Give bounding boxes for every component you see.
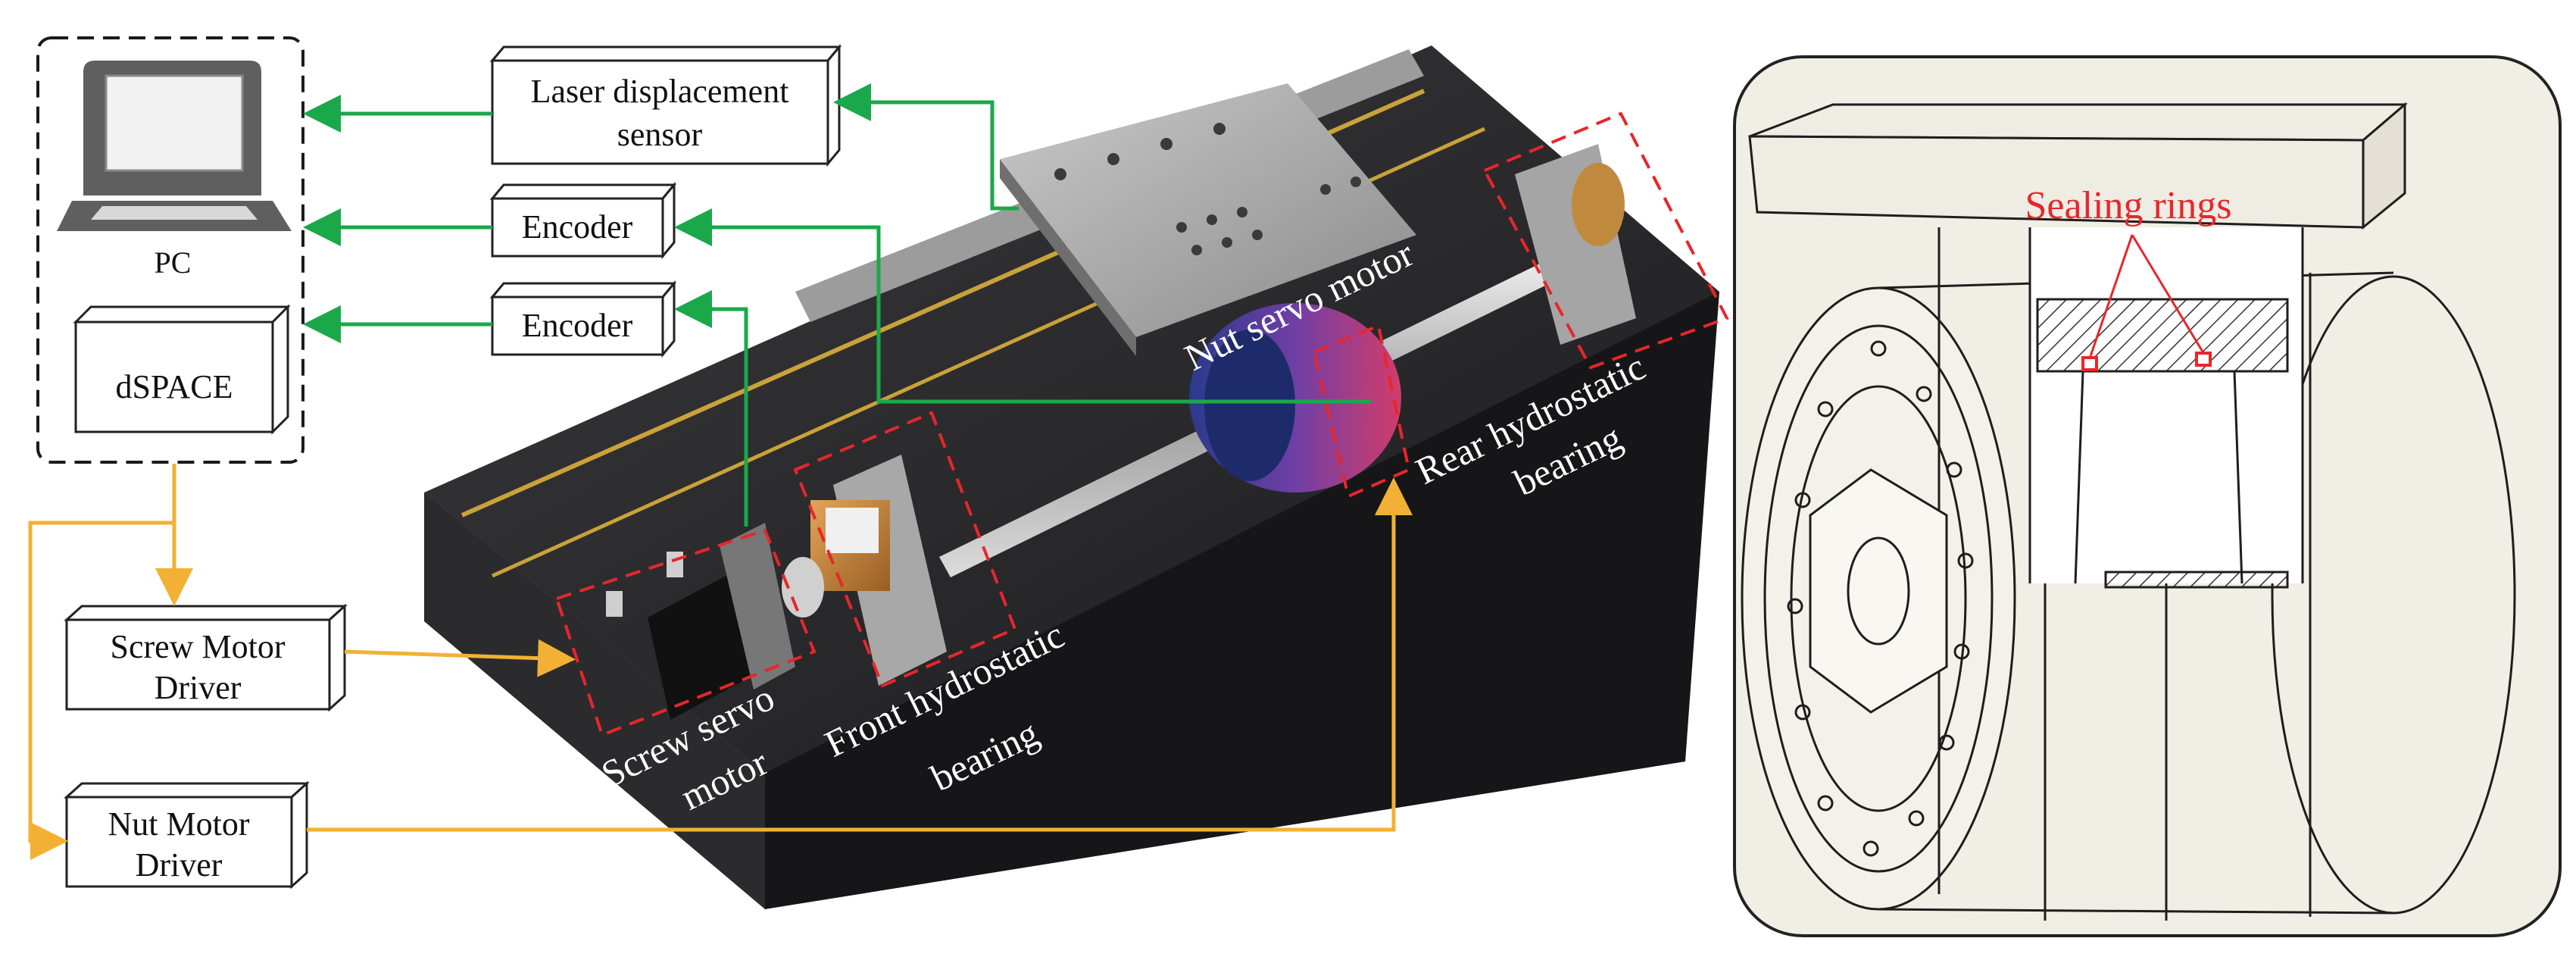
rear-bearing-flange	[1572, 163, 1625, 246]
laser-sensor-label-1: Laser displacement	[531, 73, 789, 110]
encoder-top-box	[489, 181, 677, 260]
screw-servo-motor-flange	[720, 523, 795, 690]
sealing-ring-right	[2195, 352, 2212, 367]
cross-section-panel: Sealing rings	[1733, 55, 2562, 937]
test-rig-rendering	[424, 45, 1719, 909]
arrow-nut-driver-to-motor	[307, 477, 1413, 832]
cross-section-drawing	[1741, 102, 2516, 921]
carriage-holes	[1054, 123, 1361, 255]
arrow-screw-encoder	[674, 290, 748, 527]
encoder-bottom-label: Encoder	[522, 307, 633, 344]
leader-line-left	[2089, 234, 2134, 357]
nut-driver-box	[64, 780, 310, 890]
screw-driver-label-1: Screw Motor	[111, 628, 286, 665]
highlight-regions	[554, 111, 1729, 737]
base-left-face	[424, 493, 765, 909]
cutaway-notch	[2030, 227, 2303, 583]
front-bearing-highlight	[793, 411, 1017, 688]
encoder-top-label: Encoder	[522, 208, 633, 245]
nut-driver-label-2: Driver	[136, 846, 223, 883]
nut-servo-motor-face	[1204, 330, 1295, 481]
bearing-hatched-upper	[2036, 298, 2289, 373]
outer-housing-right-face	[2271, 275, 2516, 915]
laptop-icon	[57, 61, 292, 231]
top-plate	[1749, 103, 2409, 142]
controller-dashed-frame	[36, 36, 304, 464]
dspace-label: dSPACE	[116, 368, 233, 405]
carriage-plate	[1000, 83, 1416, 337]
sealing-rings-label: Sealing rings	[2025, 184, 2232, 227]
screw-driver-box	[64, 603, 348, 712]
power-arrows	[28, 464, 1413, 860]
carriage-plate-edge	[1000, 159, 1136, 356]
arrow-plate-to-laser	[833, 83, 1019, 211]
nut-driver-label-1: Nut Motor	[108, 805, 250, 843]
sealing-ring-left	[2081, 356, 2098, 371]
screw-motor-connector-a	[606, 591, 623, 617]
leader-line-right	[2131, 234, 2204, 352]
dspace-box	[73, 304, 291, 435]
pc-label: PC	[155, 245, 192, 280]
screw-coupling	[782, 557, 824, 618]
laser-sensor-box	[489, 43, 842, 167]
arrow-nut-encoder	[674, 208, 1371, 404]
front-bearing-cap	[826, 508, 879, 553]
signal-arrows	[303, 83, 1371, 527]
bolt-circle	[1787, 340, 1974, 857]
arrow-screw-driver-to-motor	[344, 639, 576, 677]
screw-driver-label-2: Driver	[155, 669, 242, 706]
rear-bearing-highlight	[1482, 111, 1729, 370]
laser-sensor-label-2: sensor	[617, 116, 703, 153]
encoder-bottom-box	[489, 280, 677, 358]
arrow-dspace-to-nut-driver	[28, 521, 174, 860]
screw-motor-highlight	[554, 528, 817, 737]
bearing-hatched-lower	[2104, 571, 2289, 589]
cutaway-edges	[2028, 227, 2304, 584]
screw-motor-connector-b	[667, 552, 683, 577]
